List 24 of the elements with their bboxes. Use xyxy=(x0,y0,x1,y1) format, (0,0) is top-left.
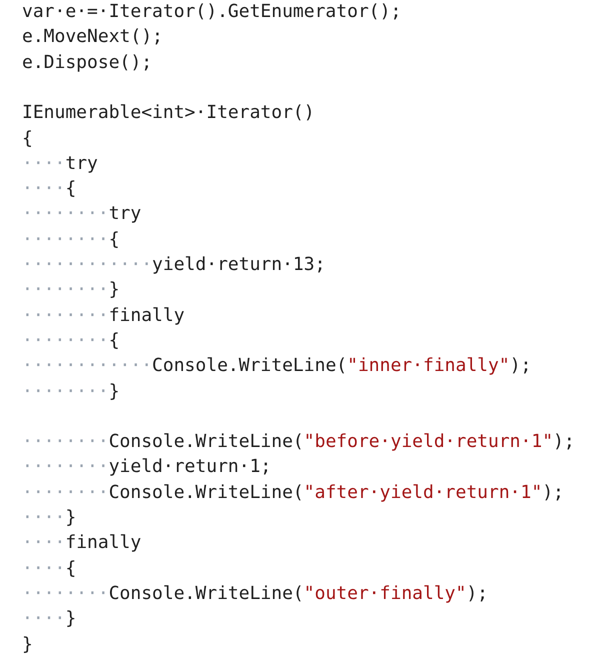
code-line: e.Dispose(); xyxy=(22,52,152,74)
code-line: ········} xyxy=(22,279,120,302)
code-line: var·e·=·Iterator().GetEnumerator(); xyxy=(22,1,402,23)
code-line: ········finally xyxy=(22,304,185,327)
code-line: ········{ xyxy=(22,330,120,352)
code-line: ········Console.WriteLine("before·yield·return·1"); xyxy=(22,431,575,454)
code-line: ····finally xyxy=(22,532,142,554)
code-line: ········{ xyxy=(22,228,120,251)
code-line: IEnumerable<int>·Iterator() xyxy=(22,102,315,124)
code-line: ····{ xyxy=(22,558,76,580)
code-line: { xyxy=(22,128,33,150)
code-line: ····try xyxy=(22,152,98,175)
code-line: ········try xyxy=(22,203,142,226)
code-line: ····{ xyxy=(22,178,76,200)
code-line: ············Console.WriteLine("inner·finally"); xyxy=(22,355,532,378)
code-line: ········Console.WriteLine("outer·finally"); xyxy=(22,582,488,605)
code-line: ········yield·return·1; xyxy=(22,456,272,478)
code-line: ············yield·return·13; xyxy=(22,254,326,276)
code-line: ········} xyxy=(22,380,120,402)
code-line: ····} xyxy=(22,507,76,529)
code-line: } xyxy=(22,634,33,656)
code-line: ········Console.WriteLine("after·yield·return·1"); xyxy=(22,482,564,504)
code-line: ····} xyxy=(22,608,76,630)
code-line: e.MoveNext(); xyxy=(22,26,163,48)
